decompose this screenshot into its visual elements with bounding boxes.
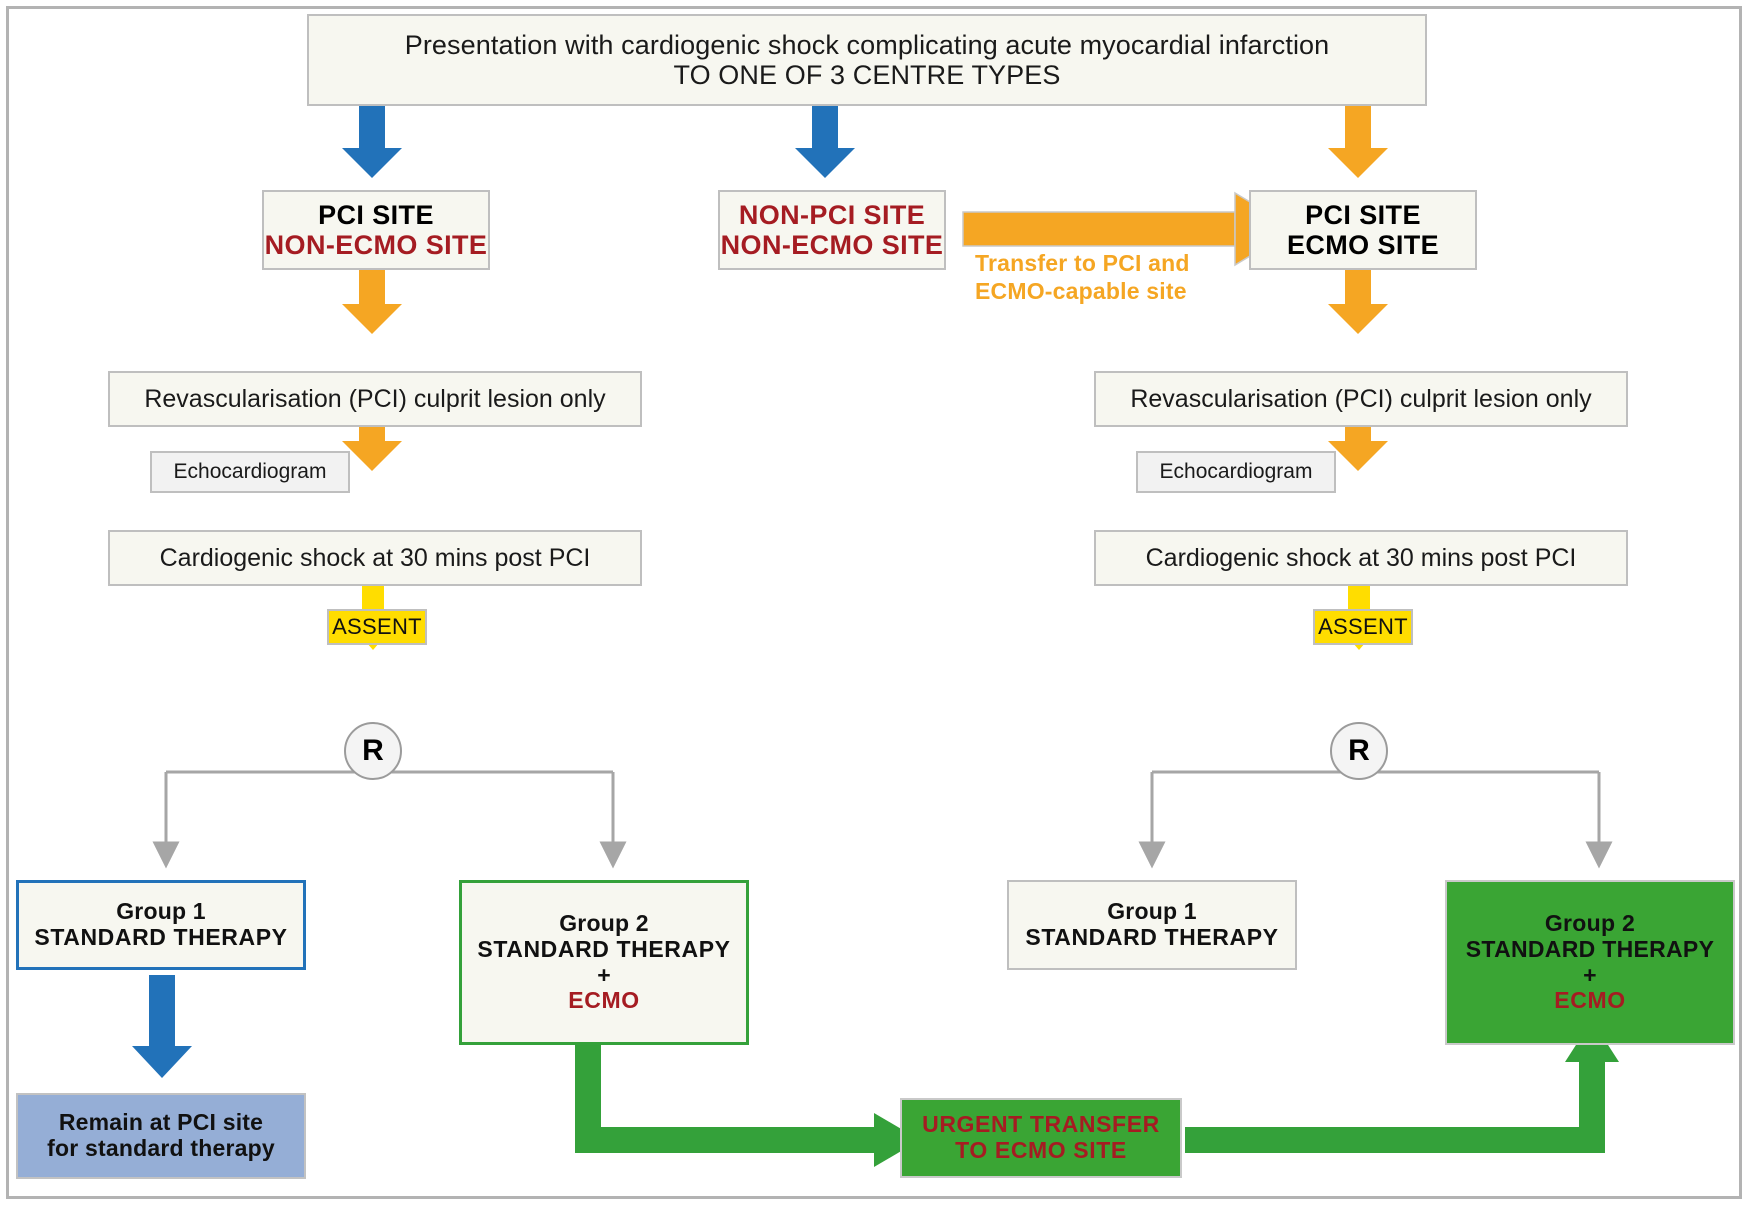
- right-group1-title: Group 1: [1107, 898, 1197, 925]
- right-assent-text: ASSENT: [1318, 613, 1408, 639]
- right-echocardiogram-box[interactable]: Echocardiogram: [1136, 451, 1336, 493]
- left-randomisation-circle[interactable]: R: [344, 722, 402, 780]
- header-box: Presentation with cardiogenic shock comp…: [307, 14, 1427, 106]
- site-right-line-1: PCI SITE: [1305, 199, 1421, 230]
- transfer-label-line-1: Transfer to PCI and: [975, 250, 1190, 276]
- right-echo-text: Echocardiogram: [1159, 460, 1313, 484]
- site-left-line-1: PCI SITE: [318, 199, 434, 230]
- right-revascularisation-box[interactable]: Revascularisation (PCI) culprit lesion o…: [1094, 371, 1628, 427]
- urgent-transfer-line-2: TO ECMO SITE: [955, 1137, 1127, 1163]
- right-group2-title: Group 2: [1544, 910, 1636, 936]
- right-shock-text: Cardiogenic shock at 30 mins post PCI: [1145, 544, 1577, 572]
- left-shock-text: Cardiogenic shock at 30 mins post PCI: [159, 544, 591, 572]
- right-group1-box[interactable]: Group 1 STANDARD THERAPY: [1007, 880, 1297, 970]
- site-box-pci-non-ecmo[interactable]: PCI SITE NON-ECMO SITE: [262, 190, 490, 270]
- site-box-non-pci-non-ecmo[interactable]: NON-PCI SITE NON-ECMO SITE: [718, 190, 946, 270]
- transfer-arrow-label: Transfer to PCI and ECMO-capable site: [975, 250, 1275, 305]
- right-randomisation-circle[interactable]: R: [1330, 722, 1388, 780]
- right-group2-sub: STANDARD THERAPY: [1465, 935, 1715, 962]
- left-group2-sub: STANDARD THERAPY: [477, 935, 731, 962]
- transfer-label-line-2: ECMO-capable site: [975, 277, 1187, 304]
- site-right-line-2: ECMO SITE: [1286, 230, 1440, 260]
- left-cardiogenic-shock-box[interactable]: Cardiogenic shock at 30 mins post PCI: [108, 530, 642, 586]
- diagram-border: [6, 6, 1742, 1199]
- remain-line-1: Remain at PCI site: [58, 1109, 264, 1136]
- right-group2-ecmo: ECMO: [1554, 987, 1626, 1014]
- right-group2-plus: +: [1583, 961, 1597, 988]
- remain-line-2: for standard therapy: [47, 1135, 275, 1161]
- left-group2-plus: +: [597, 961, 611, 988]
- left-assent-text: ASSENT: [332, 613, 422, 639]
- remain-at-pci-site-box[interactable]: Remain at PCI site for standard therapy: [16, 1093, 306, 1179]
- site-box-pci-ecmo[interactable]: PCI SITE ECMO SITE: [1249, 190, 1477, 270]
- left-group2-box[interactable]: Group 2 STANDARD THERAPY + ECMO: [459, 880, 749, 1045]
- left-assent-badge[interactable]: ASSENT: [327, 609, 427, 645]
- right-group2-box[interactable]: Group 2 STANDARD THERAPY + ECMO: [1445, 880, 1735, 1045]
- left-randomisation-label: R: [362, 734, 384, 768]
- urgent-transfer-box[interactable]: URGENT TRANSFER TO ECMO SITE: [900, 1098, 1182, 1178]
- left-revasc-text: Revascularisation (PCI) culprit lesion o…: [144, 385, 606, 413]
- right-randomisation-label: R: [1348, 734, 1370, 768]
- right-revasc-text: Revascularisation (PCI) culprit lesion o…: [1130, 385, 1592, 413]
- site-middle-line-2: NON-ECMO SITE: [720, 230, 944, 260]
- right-assent-badge[interactable]: ASSENT: [1313, 609, 1413, 645]
- left-echocardiogram-box[interactable]: Echocardiogram: [150, 451, 350, 493]
- site-middle-line-1: NON-PCI SITE: [738, 199, 926, 230]
- left-echo-text: Echocardiogram: [173, 460, 327, 484]
- left-group2-title: Group 2: [559, 910, 649, 936]
- header-line-1: Presentation with cardiogenic shock comp…: [404, 29, 1330, 60]
- urgent-transfer-line-1: URGENT TRANSFER: [922, 1111, 1160, 1138]
- header-line-2: TO ONE OF 3 CENTRE TYPES: [673, 60, 1061, 90]
- left-group1-title: Group 1: [116, 898, 206, 925]
- left-revascularisation-box[interactable]: Revascularisation (PCI) culprit lesion o…: [108, 371, 642, 427]
- left-group1-box[interactable]: Group 1 STANDARD THERAPY: [16, 880, 306, 970]
- right-group1-sub: STANDARD THERAPY: [1025, 924, 1279, 950]
- right-cardiogenic-shock-box[interactable]: Cardiogenic shock at 30 mins post PCI: [1094, 530, 1628, 586]
- left-group2-ecmo: ECMO: [568, 987, 640, 1014]
- site-left-line-2: NON-ECMO SITE: [264, 230, 488, 260]
- left-group1-sub: STANDARD THERAPY: [34, 924, 288, 950]
